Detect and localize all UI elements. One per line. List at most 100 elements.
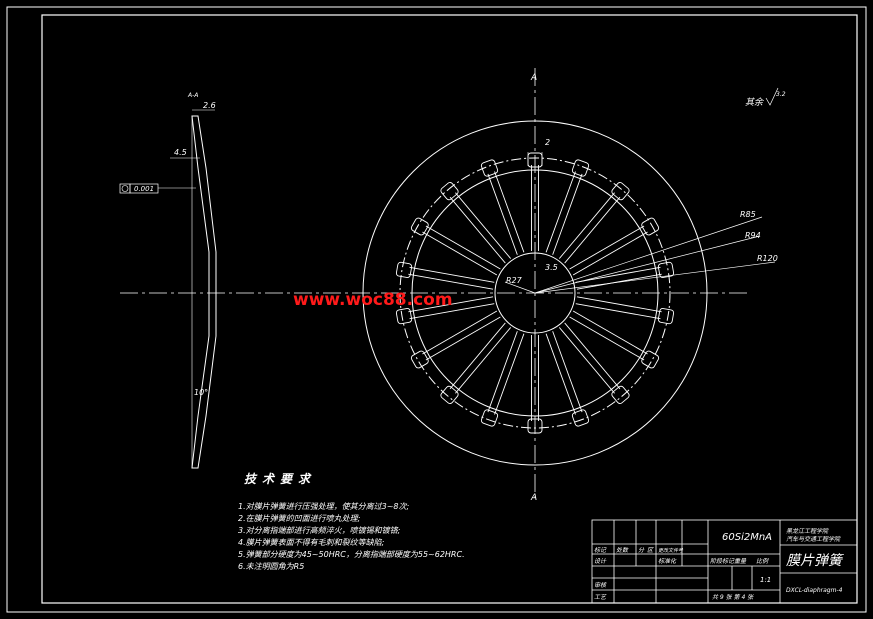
- finger-slot-edge: [569, 316, 645, 361]
- dim-r-inner: R120: [757, 254, 778, 263]
- finger-slot-edge: [576, 296, 662, 313]
- outer-frame: [6, 6, 867, 613]
- title-process: 工艺: [594, 593, 607, 601]
- section-profile: [191, 115, 217, 469]
- title-row-label-change: 更改文件号: [658, 547, 684, 554]
- finger-slot-edge: [449, 322, 506, 390]
- title-row-label-count: 处数: [616, 546, 629, 554]
- slot-end-hole: [641, 217, 660, 236]
- slot-end-hole: [571, 159, 590, 177]
- finger-slot-edge: [575, 266, 661, 283]
- finger-slot-edge: [564, 196, 621, 264]
- finger-slots: [395, 152, 675, 434]
- leader-r-mid: [534, 235, 761, 294]
- finger-slot-edge: [575, 303, 661, 320]
- finger-slot-edge: [408, 273, 494, 290]
- dim-height: 4.5: [174, 148, 187, 157]
- slot-end-hole: [395, 261, 413, 278]
- leader-r-outer: [534, 216, 763, 294]
- finger-slot-edge: [494, 171, 525, 253]
- title-school: 黑龙江工程学院: [786, 527, 829, 535]
- finger-slot-edge: [576, 273, 662, 290]
- finger-slot-edge: [558, 327, 615, 394]
- root-circle: [411, 169, 659, 417]
- slot-end-hole: [395, 308, 413, 325]
- roughness-icon: [765, 87, 779, 106]
- title-sheets: 共 9 张 第 4 张: [712, 593, 754, 601]
- inner-frame: [41, 14, 858, 604]
- slot-end-circle: [399, 157, 671, 429]
- finger-slot-edge: [422, 310, 498, 355]
- title-drawing-no: DXCL-diaphragm-4: [786, 587, 843, 594]
- flatness-icon: [121, 185, 129, 192]
- inner-bore: [494, 252, 576, 334]
- dim-r-mid: R94: [745, 231, 761, 240]
- requirement-item: 3.对分离指端部进行高频淬火，喷镀锡和镀铬;: [238, 526, 401, 535]
- finger-slot-edge: [487, 331, 518, 413]
- finger-slot-edge: [569, 225, 645, 270]
- finger-slot-edge: [425, 316, 501, 361]
- slot-end-hole: [657, 261, 675, 278]
- title-block: [591, 519, 858, 604]
- slot-end-hole: [440, 385, 459, 404]
- finger-slot-edge: [409, 266, 495, 283]
- requirement-item: 5.弹簧部分硬度为45~50HRC，分离指端部硬度为55~62HRC.: [238, 550, 465, 559]
- finger-slot-edge: [564, 322, 621, 390]
- tech-requirements-title: 技术要求: [244, 472, 317, 486]
- requirement-item: 2.在膜片弹簧的凹面进行喷丸处理;: [238, 514, 361, 523]
- roughness-value: 3.2: [776, 91, 786, 98]
- requirement-item: 6.未注明圆角为R5: [238, 562, 305, 571]
- slot-end-hole: [527, 418, 543, 434]
- title-design: 设计: [594, 557, 607, 565]
- slot-end-hole: [657, 308, 675, 325]
- section-mark-top: A: [530, 73, 537, 83]
- tech-requirements-list: 1.对膜片弹簧进行压强处理，使其分离过3~8次; 2.在膜片弹簧的凹面进行喷丸处…: [238, 501, 465, 573]
- slot-end-hole: [571, 409, 590, 427]
- title-material: 60Si2MnA: [722, 532, 772, 543]
- slot-end-hole: [641, 350, 660, 369]
- slot-end-hole: [480, 159, 499, 177]
- dim-r27: R27: [506, 276, 523, 285]
- leader-r-inner: [534, 261, 776, 294]
- finger-slot-edge: [408, 296, 494, 313]
- leader-r27: [504, 281, 536, 294]
- outer-circle: [362, 120, 708, 466]
- title-weight: 重量: [734, 558, 747, 565]
- title-row-label-area: 分: [638, 547, 645, 554]
- finger-slot-edge: [552, 173, 583, 255]
- flatness-value-box: [129, 183, 159, 194]
- dim-flatness: 0.001: [134, 185, 154, 193]
- finger-slot-edge: [455, 327, 512, 394]
- finger-slot-edge: [558, 192, 615, 259]
- dim-r-outer: R85: [740, 210, 756, 219]
- slot-end-hole: [440, 182, 459, 201]
- finger-slot-edge: [449, 196, 506, 264]
- title-stage: 阶段标记: [710, 557, 735, 565]
- finger-slot-edge: [545, 171, 576, 253]
- title-row-label-mark: 标记: [594, 546, 607, 554]
- slot-end-hole: [480, 409, 499, 427]
- requirement-item: 4.膜片弹簧表面不得有毛刺和裂纹等缺陷;: [238, 538, 385, 547]
- finger-slot-edge: [572, 231, 648, 276]
- slot-end-hole: [410, 217, 429, 236]
- title-scale: 比例: [756, 557, 769, 565]
- dim-angle: 10°: [194, 388, 208, 397]
- dim-thick: 2.6: [203, 101, 216, 110]
- finger-slot-edge: [409, 303, 495, 320]
- title-row-label-zone: 区: [647, 547, 654, 554]
- title-scale-value: 1:1: [760, 576, 771, 584]
- title-standard: 标准化: [658, 557, 677, 565]
- slot-end-hole: [410, 350, 429, 369]
- section-mark-bottom: A: [530, 493, 537, 503]
- requirement-item: 1.对膜片弹簧进行压强处理，使其分离过3~8次;: [238, 502, 410, 511]
- finger-slot-edge: [425, 225, 501, 270]
- finger-slot-edge: [422, 231, 498, 276]
- finger-slot-edge: [455, 192, 512, 259]
- finger-slot-edge: [487, 173, 518, 255]
- dim-tip: 2: [545, 138, 550, 147]
- dim-slot-width: 3.5: [545, 263, 558, 272]
- finger-slot-edge: [494, 333, 525, 415]
- title-review: 审核: [594, 581, 607, 589]
- title-dept: 汽车与交通工程学院: [786, 535, 841, 543]
